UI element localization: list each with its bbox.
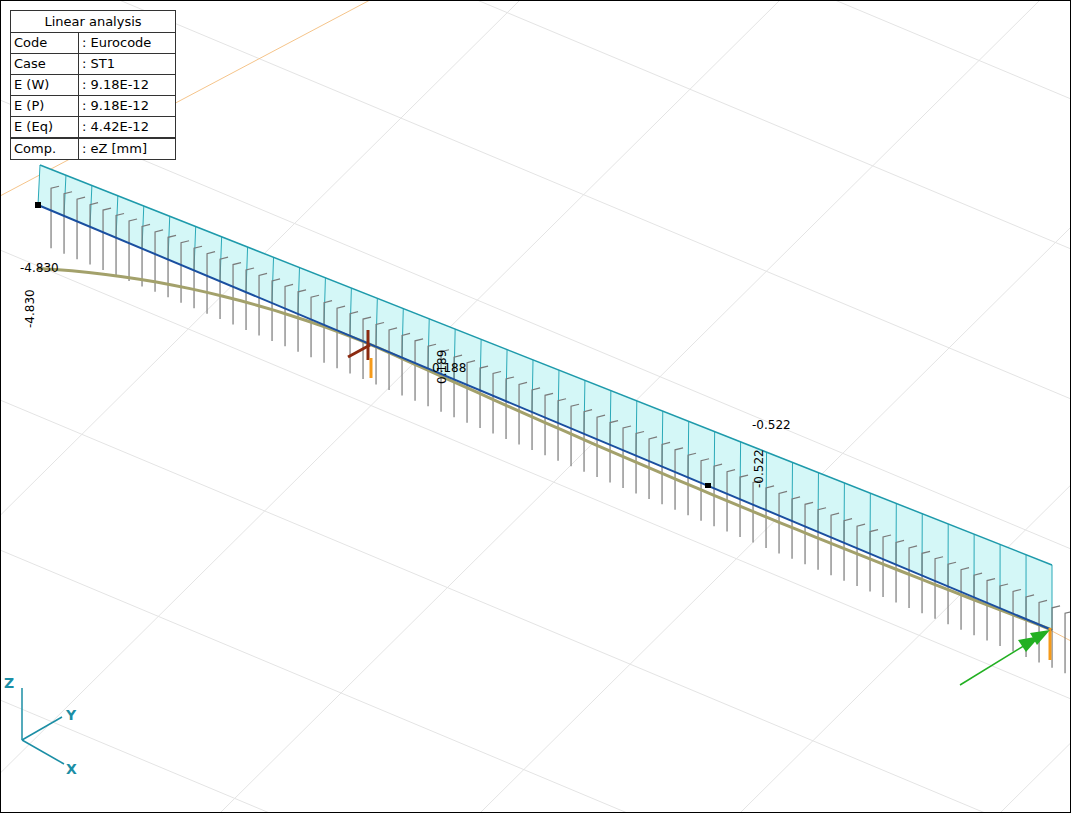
load-arrow — [376, 322, 384, 384]
table-row: Case: ST1 — [11, 54, 175, 75]
table-row: E (Eq): 4.42E-12 — [11, 117, 175, 138]
load-arrow — [103, 208, 111, 270]
table-row: Code: Eurocode — [11, 33, 175, 54]
grid-line — [0, 400, 1071, 813]
value-label: 0.188 — [432, 362, 466, 374]
table-cell: : 4.42E-12 — [79, 117, 155, 137]
table-row: E (P): 9.18E-12 — [11, 96, 175, 117]
load-arrow — [1000, 584, 1008, 646]
deflection-curve — [38, 269, 1052, 631]
grid-line — [0, 0, 1071, 249]
table-row: E (W): 9.18E-12 — [11, 75, 175, 96]
load-area — [38, 165, 1052, 630]
beam-axis — [38, 205, 1052, 630]
load-arrow — [324, 301, 332, 363]
table-cell: : eZ [mm] — [79, 139, 153, 159]
load-arrow — [1065, 611, 1071, 673]
table-cell: Comp. — [11, 139, 79, 159]
grid-line — [1000, 0, 1071, 813]
value-label: -4.830 — [24, 289, 36, 328]
load-arrow — [1052, 606, 1060, 668]
value-label: -4.830 — [20, 262, 59, 274]
axis-label: X — [66, 762, 77, 776]
load-arrow — [90, 203, 98, 265]
table-cell: : ST1 — [79, 54, 121, 74]
table-cell: : Eurocode — [79, 33, 157, 53]
support-arrow — [960, 636, 1040, 685]
axis-label: Y — [66, 708, 76, 722]
value-label: -0.522 — [752, 419, 791, 431]
axis-line — [1050, 630, 1071, 641]
load-arrow — [207, 252, 215, 314]
grid-line — [740, 0, 1071, 813]
table-cell: E (P) — [11, 96, 79, 116]
load-arrow — [415, 339, 423, 401]
table-cell: Code — [11, 33, 79, 53]
support — [1049, 628, 1052, 660]
table-cell: E (Eq) — [11, 117, 79, 137]
table-cell: : 9.18E-12 — [79, 96, 155, 116]
table-cell: Linear analysis — [11, 11, 175, 33]
load-arrow — [974, 573, 982, 635]
table-row: Comp.: eZ [mm] — [11, 138, 175, 159]
axis-x — [22, 740, 64, 764]
load-arrow — [337, 306, 345, 368]
grid-line — [0, 100, 1071, 549]
info-table: Linear analysisCode: EurocodeCase: ST1E … — [10, 10, 176, 160]
load-arrow — [402, 333, 410, 395]
grid-line — [0, 0, 1071, 399]
table-cell: Case — [11, 54, 79, 74]
load-arrow — [168, 235, 176, 297]
load-arrow — [233, 263, 241, 325]
grid-line — [0, 700, 1071, 813]
axis-y — [22, 717, 62, 740]
load-arrow — [389, 328, 397, 390]
load-top — [40, 165, 1052, 565]
load-arrow — [116, 214, 124, 276]
load-arrow — [987, 579, 995, 641]
load-arrow — [194, 246, 202, 308]
load-arrow — [259, 273, 267, 335]
load-arrow — [350, 312, 358, 374]
load-arrow — [220, 257, 228, 319]
load-arrow — [129, 219, 137, 281]
support — [370, 358, 373, 378]
support — [367, 330, 370, 360]
grid-line — [0, 0, 780, 813]
load-arrow — [246, 268, 254, 330]
load-arrow — [142, 224, 150, 286]
axis-label: Z — [4, 676, 14, 690]
grid-line — [0, 550, 1071, 813]
load-arrow — [77, 197, 85, 259]
load-arrow — [181, 241, 189, 303]
axis-line — [0, 0, 370, 196]
grid-line — [0, 0, 520, 813]
load-arrow — [428, 344, 436, 406]
node-point — [705, 483, 711, 488]
table-cell: : 9.18E-12 — [79, 75, 155, 95]
load-arrow — [311, 295, 319, 357]
axis-z — [21, 688, 23, 740]
node-point — [35, 202, 41, 208]
load-arrow — [51, 186, 59, 248]
support-arrow — [1018, 636, 1040, 652]
value-label: -0.522 — [753, 449, 765, 488]
load-line — [38, 165, 40, 205]
grid-line — [0, 250, 1071, 699]
load-arrow — [64, 192, 72, 254]
table-cell: E (W) — [11, 75, 79, 95]
